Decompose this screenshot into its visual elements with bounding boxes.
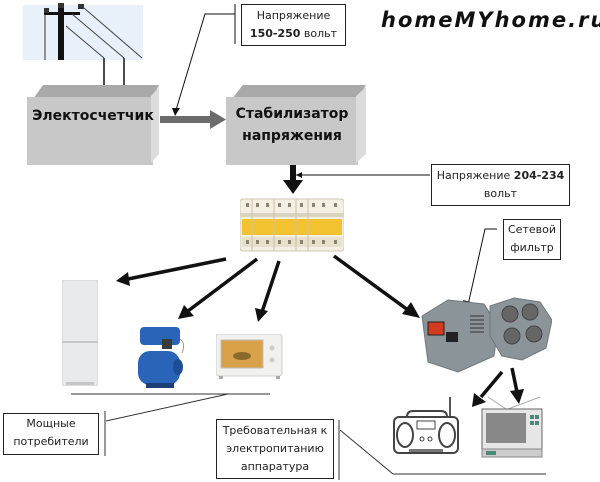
surge-filter-callout: Сетевой фильтр <box>503 219 561 260</box>
sensitive-equipment-line3: аппаратура <box>240 460 310 473</box>
power-pole-icon <box>44 3 143 60</box>
powerful-consumers-line2: потребители <box>13 435 89 448</box>
water-pump-icon <box>136 325 186 389</box>
circuit-breakers-icon <box>240 195 344 253</box>
input-voltage-leader <box>175 13 235 111</box>
stabilizer-block: Стабилизатор напряжения <box>226 85 366 165</box>
input-voltage-callout: Напряжение 150-250 вольт <box>241 4 346 46</box>
arrow-to-surge-filter <box>332 254 420 318</box>
output-voltage-unit: вольт <box>483 187 518 200</box>
sensitive-equipment-line1: Требовательная к <box>222 424 328 437</box>
powerful-consumers-callout: Мощные потребители <box>3 413 99 455</box>
meter-label: Электосчетчик <box>32 108 154 124</box>
refrigerator-icon <box>62 280 98 386</box>
arrow-to-pump <box>178 257 259 319</box>
output-voltage-callout: Напряжение 204-234 вольт <box>431 164 570 206</box>
input-voltage-unit: вольт <box>303 27 338 40</box>
power-pole-image <box>23 5 143 60</box>
sensitive-equipment-line2: электропитанию <box>226 442 324 455</box>
surge-filter-line1: Сетевой <box>508 223 556 236</box>
arrow-to-tv <box>510 367 524 404</box>
input-voltage-range: 150-250 <box>249 27 301 40</box>
consumers-leader <box>105 393 229 422</box>
surge-protector-icon <box>418 296 552 374</box>
microwave-icon <box>216 334 284 380</box>
television-icon <box>478 395 550 459</box>
arrow-to-radio <box>472 370 504 407</box>
stabilizer-to-breakers-arrow <box>283 163 303 194</box>
arrow-to-microwave <box>255 260 281 322</box>
equipment-leader <box>339 429 394 475</box>
surge-filter-leader <box>467 228 497 306</box>
boombox-icon <box>393 395 461 457</box>
meter-block: Электосчетчик <box>27 85 159 165</box>
powerful-consumers-line1: Мощные <box>26 417 76 430</box>
output-voltage-range: 204-234 <box>513 169 565 182</box>
arrow-to-fridge <box>116 257 227 286</box>
sensitive-equipment-callout: Требовательная к электропитанию аппарату… <box>216 419 334 479</box>
input-voltage-line1: Напряжение <box>256 9 331 22</box>
surge-filter-line2: фильтр <box>510 241 554 254</box>
site-brand: homeMYhome.ru <box>381 8 600 32</box>
stabilizer-label-line1: Стабилизатор <box>235 106 349 122</box>
stabilizer-label-line2: напряжения <box>242 128 342 144</box>
output-voltage-prefix: Напряжение <box>436 169 511 182</box>
meter-to-stabilizer-arrow <box>160 110 226 129</box>
